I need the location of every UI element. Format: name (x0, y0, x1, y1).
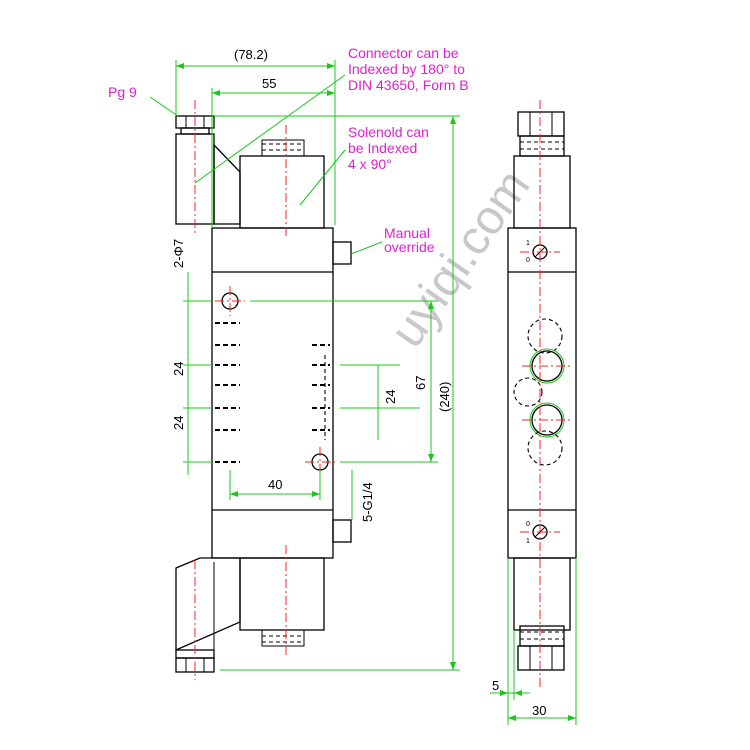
mark-bot-1: 1 (526, 538, 530, 545)
front-valve-body (211, 227, 352, 559)
side-view (490, 100, 577, 725)
bottom-solenoid (239, 557, 325, 647)
note-connector-3: DIN 43650, Form B (348, 77, 469, 93)
dim-24-right: 24 (383, 390, 398, 404)
note-connector-1: Connector can be (348, 45, 459, 61)
dim-78-2: (78.2) (234, 47, 268, 62)
dim-67: 67 (413, 376, 428, 390)
bottom-connector (175, 557, 241, 673)
dim-40: 40 (268, 477, 282, 492)
manual-override-bottom (332, 519, 352, 543)
watermark-text: uyiqi.com (381, 160, 541, 356)
dim-24-upper: 24 (171, 362, 186, 376)
note-manual-1: Manual (384, 225, 430, 241)
dim-240: (240) (437, 382, 452, 412)
note-manual-2: override (384, 239, 435, 255)
label-pg9: Pg 9 (108, 84, 137, 100)
dim-2-phi-7: 2-Φ7 (171, 239, 186, 268)
manual-override-top (332, 241, 352, 265)
mark-bot-0: 0 (526, 521, 530, 528)
note-solenoid-1: Solenold can (348, 124, 429, 140)
note-solenoid-2: be Indexed (348, 140, 417, 156)
dim-30: 30 (532, 703, 546, 718)
front-view (149, 60, 460, 680)
mark-top-0: 0 (526, 257, 530, 264)
mark-top-1: 1 (526, 240, 530, 247)
top-solenoid (239, 139, 325, 229)
dim-5: 5 (492, 678, 499, 693)
top-connector (175, 115, 241, 225)
dim-24-lower: 24 (171, 416, 186, 430)
dim-55: 55 (262, 76, 276, 91)
note-connector-2: Indexed by 180° to (348, 61, 465, 77)
dim-5-g1-4: 5-G1/4 (360, 482, 375, 522)
note-solenoid-3: 4 x 90° (348, 156, 392, 172)
